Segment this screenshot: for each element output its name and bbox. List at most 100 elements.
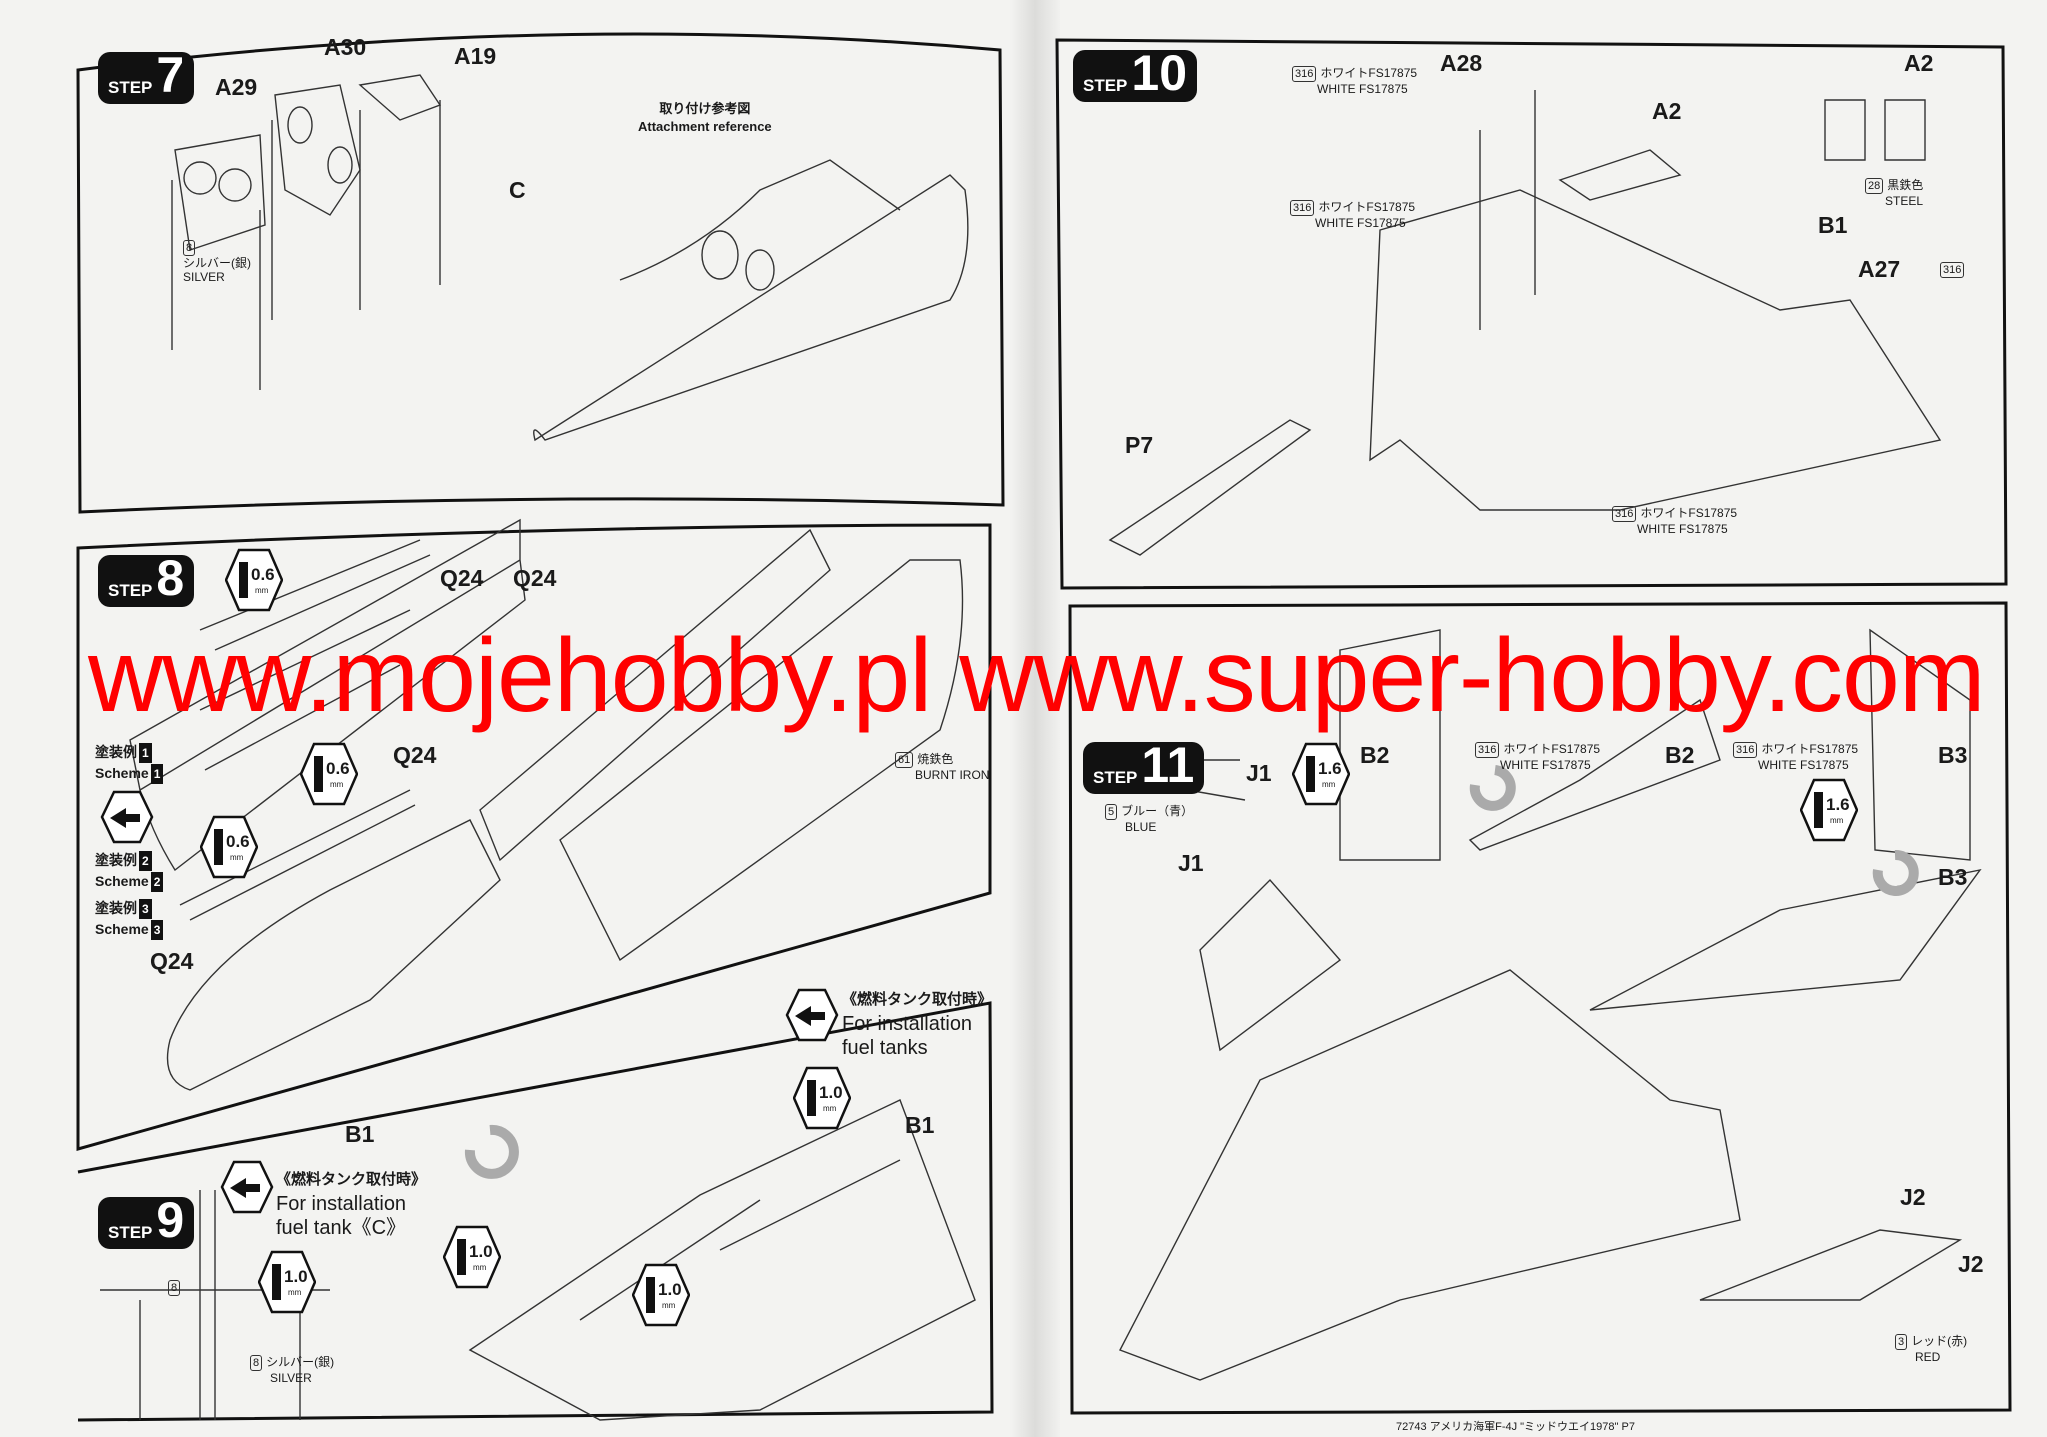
paint-en: BURNT IRON xyxy=(915,768,990,782)
part-q24: Q24 xyxy=(440,565,484,591)
reference-en: Attachment reference xyxy=(638,119,772,134)
part-j2: J2 xyxy=(1900,1184,1926,1210)
step-number: 8 xyxy=(156,550,185,606)
paint-en: BLUE xyxy=(1125,820,1157,834)
drill-1.0mm-icon: 1.0 mm xyxy=(792,1066,852,1130)
scheme-number: 2 xyxy=(139,851,152,871)
drill-unit: mm xyxy=(330,780,344,789)
part-b3: B3 xyxy=(1938,742,1968,768)
part-q24: Q24 xyxy=(393,742,437,768)
step-number: 9 xyxy=(156,1192,185,1248)
scheme-number: 2 xyxy=(150,872,164,892)
paint-code: 5 xyxy=(1105,804,1118,820)
fuel-tanks-en: For installation xyxy=(842,1013,973,1035)
step-label: STEP xyxy=(1083,76,1128,95)
step8-frame xyxy=(76,523,992,1151)
drill-unit: mm xyxy=(255,586,269,595)
scheme-number: 1 xyxy=(139,743,152,763)
paint-en: WHITE FS17875 xyxy=(1317,82,1408,96)
paint-code: 8 xyxy=(250,1355,263,1371)
step-number: 11 xyxy=(1141,737,1195,793)
fuel-tank-jp: 《燃料タンク取付時》 xyxy=(276,1171,427,1188)
paint-code-marker: 8 xyxy=(168,1280,184,1296)
paint-en: SILVER xyxy=(183,270,225,284)
paint-jp: レッド(赤) xyxy=(1911,1334,1968,1348)
scheme-jp: 塗装例 xyxy=(95,744,137,760)
part-a27: A27 xyxy=(1858,256,1901,282)
drill-size: 1.0 xyxy=(819,1083,843,1102)
step-label: STEP xyxy=(1093,768,1138,787)
part-b2: B2 xyxy=(1360,742,1390,768)
paint-jp: シルバー(銀) xyxy=(183,256,251,270)
part-a28: A28 xyxy=(1440,50,1483,76)
paint-silver-note: 8 シルバー(銀) SILVER xyxy=(183,240,251,284)
paint-jp: 黒鉄色 xyxy=(1887,178,1924,192)
page-gutter xyxy=(1010,0,1060,1437)
drill-0.6mm-icon: 0.6 mm xyxy=(224,548,284,612)
part-b3: B3 xyxy=(1938,864,1968,890)
part-q24: Q24 xyxy=(513,565,557,591)
part-p7: P7 xyxy=(1125,432,1154,458)
drill-size: 1.0 xyxy=(469,1242,493,1261)
step-number: 10 xyxy=(1131,45,1188,101)
step-9-badge: STEP 9 xyxy=(98,1192,195,1249)
part-a30: A30 xyxy=(324,34,367,60)
drill-size: 0.6 xyxy=(251,565,275,584)
part-b1: B1 xyxy=(345,1121,375,1147)
paint-jp: シルバー(銀) xyxy=(266,1355,335,1369)
paint-code: 316 xyxy=(1940,262,1965,278)
paint-jp: ホワイトFS17875 xyxy=(1318,200,1416,214)
drill-unit: mm xyxy=(1322,780,1336,789)
paint-code: 316 xyxy=(1475,742,1500,758)
a27-paint-code: 316 xyxy=(1940,262,1968,278)
part-j2: J2 xyxy=(1958,1251,1984,1277)
part-a2: A2 xyxy=(1904,50,1934,76)
step-number: 7 xyxy=(156,47,185,103)
drill-unit: mm xyxy=(662,1301,676,1310)
paint-en: WHITE FS17875 xyxy=(1500,758,1591,772)
drill-unit: mm xyxy=(823,1104,837,1113)
drill-unit: mm xyxy=(288,1288,302,1297)
paint-jp: ホワイトFS17875 xyxy=(1640,506,1738,520)
part-a29: A29 xyxy=(215,74,258,100)
scheme-en: Scheme xyxy=(95,765,149,781)
part-b1: B1 xyxy=(1818,212,1848,238)
drill-size: 1.0 xyxy=(658,1280,682,1299)
step-label: STEP xyxy=(108,581,153,600)
part-j1: J1 xyxy=(1178,850,1204,876)
scheme-number: 1 xyxy=(150,764,164,784)
paint-code: 28 xyxy=(1865,178,1884,194)
scheme-jp: 塗装例 xyxy=(95,900,137,916)
paint-code: 3 xyxy=(1895,1334,1908,1350)
paint-code: 316 xyxy=(1733,742,1758,758)
step-label: STEP xyxy=(108,1223,153,1242)
paint-en: WHITE FS17875 xyxy=(1315,216,1406,230)
paint-en: RED xyxy=(1915,1350,1941,1364)
optional-hex-icon xyxy=(220,1160,274,1214)
part-c: C xyxy=(509,177,526,203)
step9-frame xyxy=(77,1001,994,1422)
step-10-badge: STEP 10 xyxy=(1073,45,1198,102)
fuel-tank-en: For installation xyxy=(276,1193,407,1215)
drill-size: 1.0 xyxy=(284,1267,308,1286)
scheme-jp: 塗装例 xyxy=(95,852,137,868)
paint-code: 316 xyxy=(1290,200,1315,216)
fuel-tank-en: fuel tank《C》 xyxy=(276,1217,407,1239)
drill-1.0mm-icon: 1.0 mm xyxy=(631,1263,691,1327)
part-a2: A2 xyxy=(1652,98,1682,124)
paint-jp: ホワイトFS17875 xyxy=(1320,66,1418,80)
